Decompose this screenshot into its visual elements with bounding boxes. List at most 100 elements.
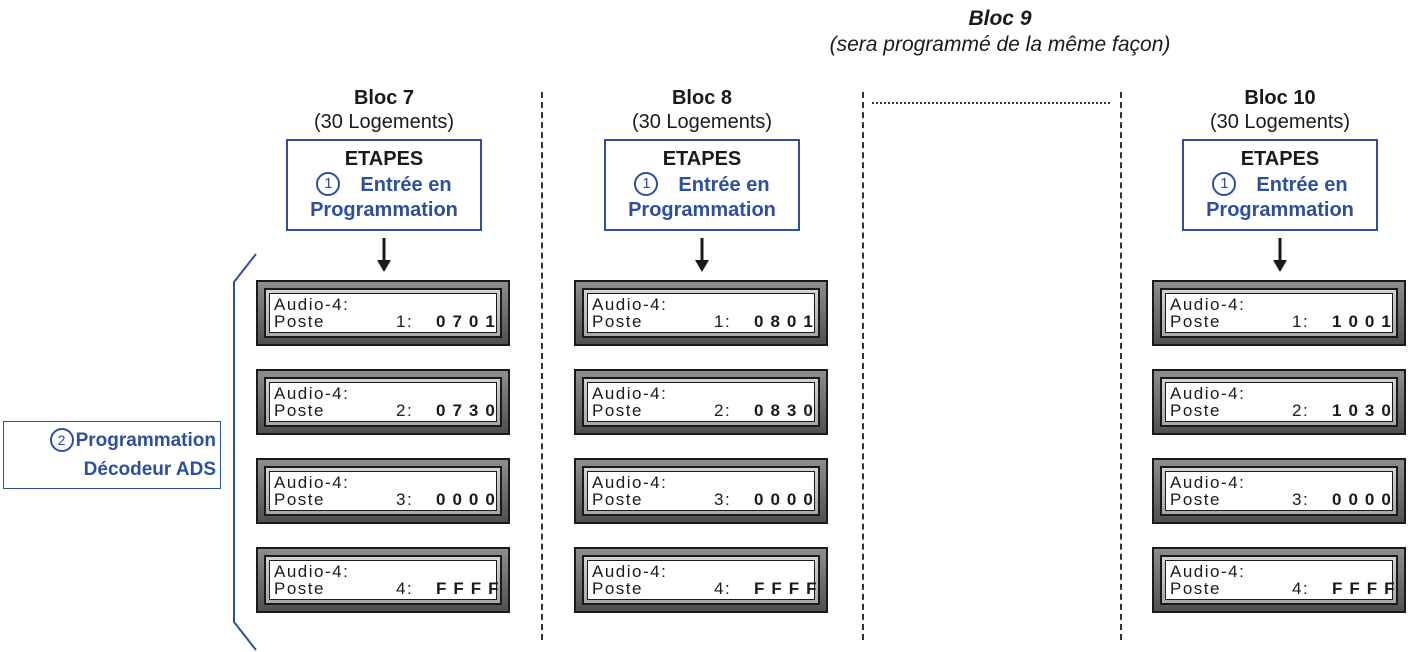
lcd-display: Audio-4:Poste 3: 0000 [574,458,828,524]
lcd-poste-number: 1: [714,312,732,331]
lcd-poste-number: 2: [396,401,414,420]
lcd-poste-label: Poste [1170,401,1221,420]
lcd-display: Audio-4:Poste 4: FFFF [574,547,828,613]
lcd-code: 0730 [436,401,502,420]
lcd-poste-number: 3: [396,490,414,509]
column-subtitle: (30 Logements) [1209,111,1351,133]
column-header: Bloc 8(30 Logements) [562,86,842,134]
lcd-display: Audio-4:Poste 3: 0000 [256,458,510,524]
lcd-poste-label: Poste [592,401,643,420]
lcd-code: 1030 [1332,401,1398,420]
lcd-line1: Audio-4: [1170,562,1246,581]
lcd-poste-number: 4: [1292,579,1310,598]
lcd-poste-label: Poste [592,490,643,509]
lcd-line1: Audio-4: [592,562,668,581]
step1-number-icon: 1 [634,171,659,196]
lcd-poste-number: 1: [1292,312,1310,331]
step1-heading: ETAPES [662,148,742,170]
lcd-line1: Audio-4: [274,295,350,314]
step1-line1: Entrée en [678,174,770,196]
lcd-line1: Audio-4: [592,384,668,403]
bloc9-header: Bloc 9 (sera programmé de la même façon) [760,6,1240,58]
lcd-code: 0830 [754,401,820,420]
lcd-code: 0000 [1332,490,1398,509]
lcd-line1: Audio-4: [274,384,350,403]
step2-number-icon: 2 [49,427,74,452]
lcd-poste-label: Poste [274,579,325,598]
down-arrow-icon [377,238,391,272]
separator-2 [862,92,864,640]
down-arrow-icon [695,238,709,272]
lcd-poste-number: 2: [714,401,732,420]
lcd-poste-label: Poste [274,490,325,509]
lcd-poste-number: 2: [1292,401,1310,420]
lcd-poste-label: Poste [1170,490,1221,509]
lcd-display: Audio-4:Poste 2: 1030 [1152,369,1406,435]
lcd-poste-label: Poste [274,312,325,331]
bloc9-title: Bloc 9 [968,7,1032,30]
column-subtitle: (30 Logements) [631,111,773,133]
column-title: Bloc 8 [671,87,733,109]
lcd-poste-label: Poste [1170,579,1221,598]
lcd-poste-label: Poste [592,579,643,598]
lcd-poste-label: Poste [592,312,643,331]
step1-line2: Programmation [310,198,458,221]
lcd-line1: Audio-4: [592,473,668,492]
step2-bracket [233,253,257,651]
lcd-code: 0000 [754,490,820,509]
lcd-line1: Audio-4: [274,473,350,492]
lcd-display: Audio-4:Poste 4: FFFF [256,547,510,613]
column-header: Bloc 7(30 Logements) [244,86,524,134]
column-header: Bloc 10(30 Logements) [1140,86,1420,134]
column-subtitle: (30 Logements) [313,111,455,133]
lcd-poste-number: 3: [714,490,732,509]
lcd-display: Audio-4:Poste 2: 0830 [574,369,828,435]
lcd-line1: Audio-4: [1170,295,1246,314]
lcd-code: FFFF [1332,579,1402,598]
lcd-code: FFFF [436,579,506,598]
lcd-code: 0701 [436,312,502,331]
lcd-poste-label: Poste [1170,312,1221,331]
step1-heading: ETAPES [1240,148,1320,170]
lcd-display: Audio-4:Poste 4: FFFF [1152,547,1406,613]
step1-heading: ETAPES [344,148,424,170]
lcd-code: 0000 [436,490,502,509]
column-title: Bloc 7 [353,87,415,109]
bloc9-placeholder-line [872,102,1110,104]
column-title: Bloc 10 [1244,87,1316,109]
lcd-code: FFFF [754,579,824,598]
lcd-line1: Audio-4: [274,562,350,581]
step1-number-icon: 1 [316,171,341,196]
lcd-poste-label: Poste [274,401,325,420]
lcd-display: Audio-4:Poste 1: 0701 [256,280,510,346]
lcd-poste-number: 4: [714,579,732,598]
lcd-display: Audio-4:Poste 3: 0000 [1152,458,1406,524]
lcd-line1: Audio-4: [1170,384,1246,403]
step1-number-icon: 1 [1212,171,1237,196]
separator-1 [541,92,543,640]
lcd-line1: Audio-4: [1170,473,1246,492]
lcd-code: 0801 [754,312,820,331]
lcd-display: Audio-4:Poste 1: 1001 [1152,280,1406,346]
bloc9-subtitle: (sera programmé de la même façon) [829,33,1171,56]
step1-line2: Programmation [1206,198,1354,221]
step1-line1: Entrée en [360,174,452,196]
lcd-code: 1001 [1332,312,1398,331]
step2-line1: Programmation [75,430,216,451]
step1-line1: Entrée en [1256,174,1348,196]
separator-3 [1120,92,1122,640]
lcd-poste-number: 1: [396,312,414,331]
lcd-poste-number: 4: [396,579,414,598]
lcd-display: Audio-4:Poste 2: 0730 [256,369,510,435]
step2-line2: Décodeur ADS [83,459,216,480]
lcd-poste-number: 3: [1292,490,1310,509]
down-arrow-icon [1273,238,1287,272]
